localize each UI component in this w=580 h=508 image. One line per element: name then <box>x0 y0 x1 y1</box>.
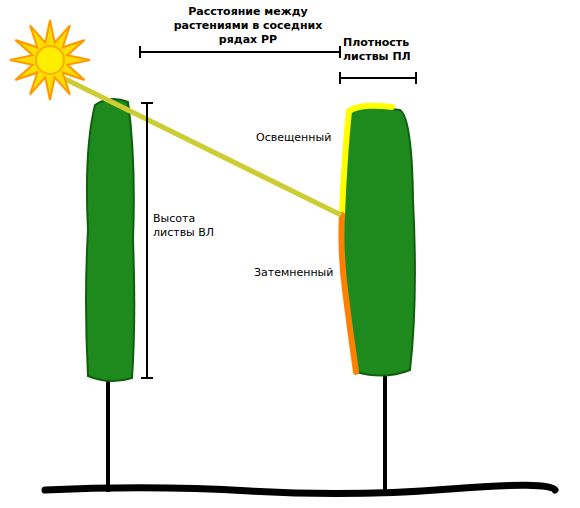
dimension-bracket <box>140 46 340 58</box>
label: Затемненный <box>254 266 338 280</box>
sun-disc <box>36 46 64 74</box>
sun <box>10 20 90 100</box>
label: Высота листвы ВЛ <box>153 212 231 240</box>
dimension-bracket <box>141 103 153 378</box>
shaded-edge <box>341 215 356 372</box>
ground-line <box>45 485 555 493</box>
sun-rays <box>10 20 90 100</box>
tree-foliage <box>341 107 414 375</box>
label: Плотность листвы ПЛ <box>343 36 421 64</box>
tree-trunk <box>106 378 110 492</box>
sun-ray <box>55 74 341 215</box>
tree-foliage <box>86 99 134 381</box>
tree-trunk <box>383 372 387 492</box>
dimension-bracket <box>340 72 416 84</box>
lit-edge <box>342 106 392 215</box>
label: Освещенный <box>256 131 338 145</box>
label: Расстояние между растениями в соседних р… <box>168 5 328 47</box>
